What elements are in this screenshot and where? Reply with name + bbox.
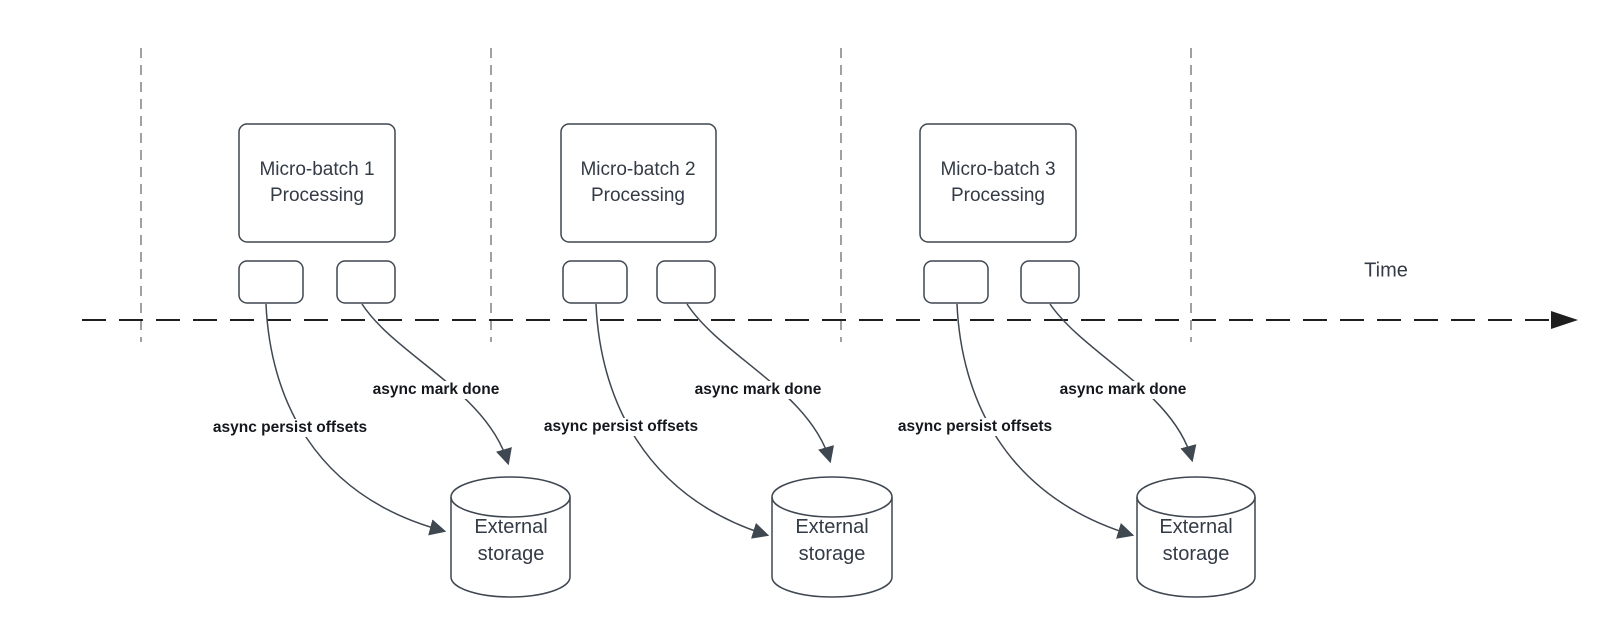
processing-box-3-label-line2: Processing (950, 185, 1045, 206)
task-box-2b (656, 260, 716, 304)
storage-cylinder-1-label-line1: External (474, 516, 548, 538)
storage-cylinder-3-label-line2: storage (1162, 543, 1230, 565)
section-microbatch-3 (919, 123, 1256, 598)
processing-box-1-label: Micro-batch 1 Processing (259, 157, 374, 209)
task-box-3a (923, 260, 989, 304)
mark-done-arrow-1 (361, 303, 512, 466)
persist-offsets-label-3: async persist offsets (894, 418, 1056, 436)
mark-done-label-3: async mark done (1056, 381, 1190, 399)
processing-box-2-label-line2: Processing (590, 185, 685, 206)
storage-cylinder-3-label: External storage (1159, 514, 1232, 568)
persist-offsets-label-2: async persist offsets (540, 418, 702, 436)
persist-offsets-label-1: async persist offsets (209, 419, 371, 437)
task-box-2a (562, 260, 628, 304)
processing-box-1-label-line2: Processing (269, 185, 364, 206)
processing-box-3-label-line1: Micro-batch 3 (940, 159, 1056, 180)
persist-offsets-arrow-1 (265, 303, 447, 536)
processing-box-1 (238, 123, 396, 243)
processing-box-2-label-line1: Micro-batch 2 (580, 159, 696, 180)
storage-cylinder-2-label-line1: External (795, 516, 869, 538)
persist-offsets-arrow-3 (956, 303, 1135, 539)
mark-done-arrow-2 (686, 303, 834, 464)
section-microbatch-1 (238, 123, 571, 598)
mark-done-arrow-3 (1049, 303, 1197, 463)
mark-done-label-2: async mark done (691, 381, 825, 399)
storage-cylinder-1 (450, 476, 571, 598)
mark-done-label-1: async mark done (369, 381, 503, 399)
task-box-3b (1020, 260, 1080, 304)
storage-cylinder-2-label: External storage (795, 514, 868, 568)
storage-cylinder-3-label-line1: External (1159, 516, 1233, 538)
persist-offsets-arrow-2 (595, 303, 770, 539)
storage-cylinder-3-rim (1136, 496, 1256, 518)
processing-box-3 (919, 123, 1077, 243)
storage-cylinder-1-rim (450, 496, 571, 518)
task-box-1a (238, 260, 304, 304)
storage-cylinder-2-label-line2: storage (798, 543, 866, 565)
section-microbatch-2 (560, 123, 893, 598)
processing-box-2-label: Micro-batch 2 Processing (580, 157, 695, 209)
storage-cylinder-2 (771, 476, 893, 598)
storage-cylinder-2-rim (771, 496, 893, 518)
storage-cylinder-1-label: External storage (474, 514, 547, 568)
time-axis-arrowhead-icon (1551, 311, 1578, 329)
processing-box-1-label-line1: Micro-batch 1 (259, 159, 375, 180)
storage-cylinder-3 (1136, 476, 1256, 598)
task-box-1b (336, 260, 396, 304)
storage-cylinder-1-label-line2: storage (477, 543, 545, 565)
time-axis-label: Time (1364, 259, 1408, 282)
processing-box-2 (560, 123, 717, 243)
processing-box-3-label: Micro-batch 3 Processing (940, 157, 1055, 209)
